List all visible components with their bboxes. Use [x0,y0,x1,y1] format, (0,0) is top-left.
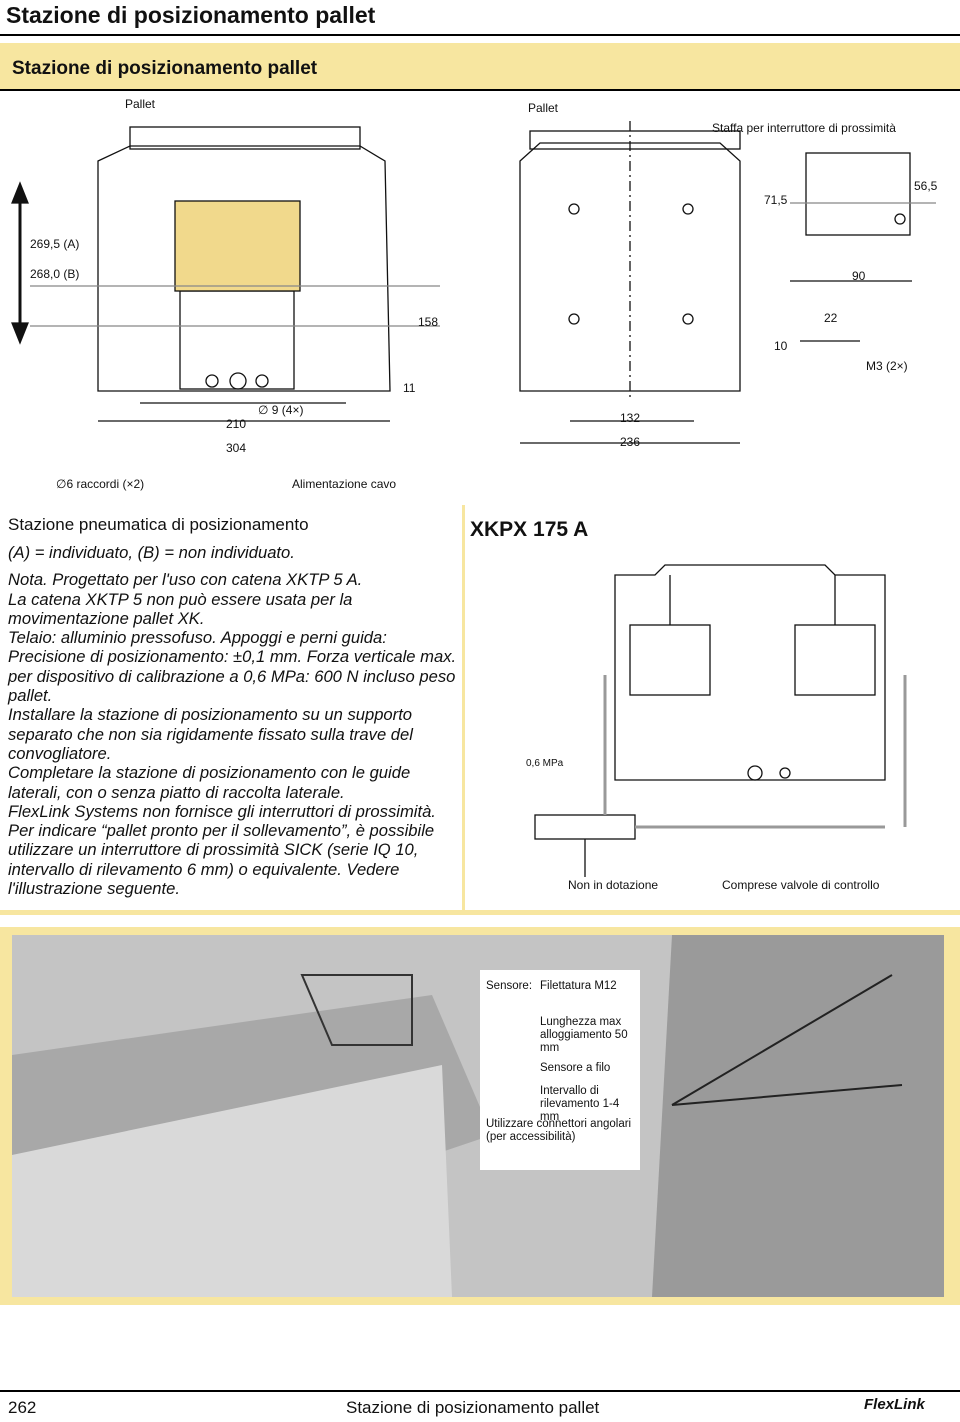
dim-m3: M3 (2×) [866,359,908,373]
dim-hole-diameter: ∅ 9 (4×) [258,403,304,417]
page-title: Stazione di posizionamento pallet [6,2,376,28]
notes-background [0,505,462,910]
left-hole-2 [229,372,247,390]
notes-nota: Nota. Progettato per l'uso con catena XK… [8,570,363,590]
dim-90: 90 [852,269,866,283]
vertical-arrow-heads [11,181,29,345]
schematic-lines [534,564,907,877]
fittings-label: ∅6 raccordi (×2) [56,477,145,491]
dim-71-5: 71,5 [764,193,788,207]
drawing-lines [11,121,936,444]
schematic-body-outline [614,564,886,781]
cylinder-right [794,624,876,696]
notes-heading: Stazione pneumatica di posizionamento [8,515,309,534]
flexlink-logo: FlexLink [864,1396,925,1413]
left-hole-3 [255,374,269,388]
dim-304: 304 [226,441,247,455]
right-pallet-outline [529,130,741,150]
dim-236: 236 [620,435,641,449]
dim-210: 210 [226,417,247,431]
dim-56-5: 56,5 [914,179,938,193]
bracket-label: Staffa per interruttore di prossimità [712,121,896,135]
left-inner-detail [174,200,301,292]
dim-22: 22 [824,311,838,325]
dim-269-a: 269,5 (A) [30,237,80,251]
pneumatic-schematic [465,505,960,910]
pallet-label-right: Pallet [528,101,559,115]
sensor-connectors: Utilizzare connettori angolari (per acce… [486,1118,632,1143]
notes-chain: La catena XKTP 5 non può essere usata pe… [8,589,353,628]
notes-precision: Precisione di posizionamento: ±0,1 mm. F… [8,647,457,706]
footer-divider [0,1390,960,1392]
panel-divider [0,89,960,91]
right-body-outline [519,142,741,392]
notes-complete: Completare la stazione di posizionamento… [8,763,411,802]
valves-included-label: Comprese valvole di controllo [722,878,880,892]
pressure-label: 0,6 MPa [526,758,564,769]
notes-legend: (A) = individuato, (B) = non individuato… [8,543,295,562]
footer-title: Stazione di posizionamento pallet [346,1398,600,1417]
sensor-housing: Lunghezza max alloggiamento 50 mm [540,1016,628,1054]
sensor-legend [480,970,640,1170]
notes-frame: Telaio: alluminio pressofuso. Appoggi e … [8,628,387,648]
notes-flexlink: FlexLink Systems non fornisce gli interr… [8,801,436,899]
left-lower-block [179,290,295,390]
notes-body: (A) = individuato, (B) = non individuato… [8,543,460,898]
cable-label: Alimentazione cavo [292,477,397,491]
photo-illustration [12,935,944,1297]
valve-block [534,814,636,840]
page-number: 262 [8,1398,37,1417]
bracket-outline [805,152,911,236]
dim-10: 10 [774,339,788,353]
sensor-label: Sensore: [486,980,533,992]
title-divider [0,34,960,36]
model-code: XKPX 175 A [470,518,589,541]
sensor-range: Intervallo di rilevamento 1-4 mm [540,1085,620,1123]
dim-158: 158 [418,315,439,329]
dim-11: 11 [403,381,416,395]
notes-install: Installare la stazione di posizionamento… [8,705,413,763]
panel-title: Stazione di posizionamento pallet [12,58,318,79]
cylinder-left [629,624,711,696]
left-hole-1 [205,374,219,388]
pallet-label-left: Pallet [125,97,156,111]
left-pallet-outline [129,126,361,150]
sensor-thread: Filettatura M12 [540,980,617,992]
installation-photo [12,935,944,1297]
sensor-wire: Sensore a filo [540,1062,611,1074]
dim-132: 132 [620,411,641,425]
technical-drawing: Pallet Pallet Staffa per interruttore di… [0,91,960,505]
not-included-label: Non in dotazione [568,878,659,892]
dim-268-b: 268,0 (B) [30,267,80,281]
